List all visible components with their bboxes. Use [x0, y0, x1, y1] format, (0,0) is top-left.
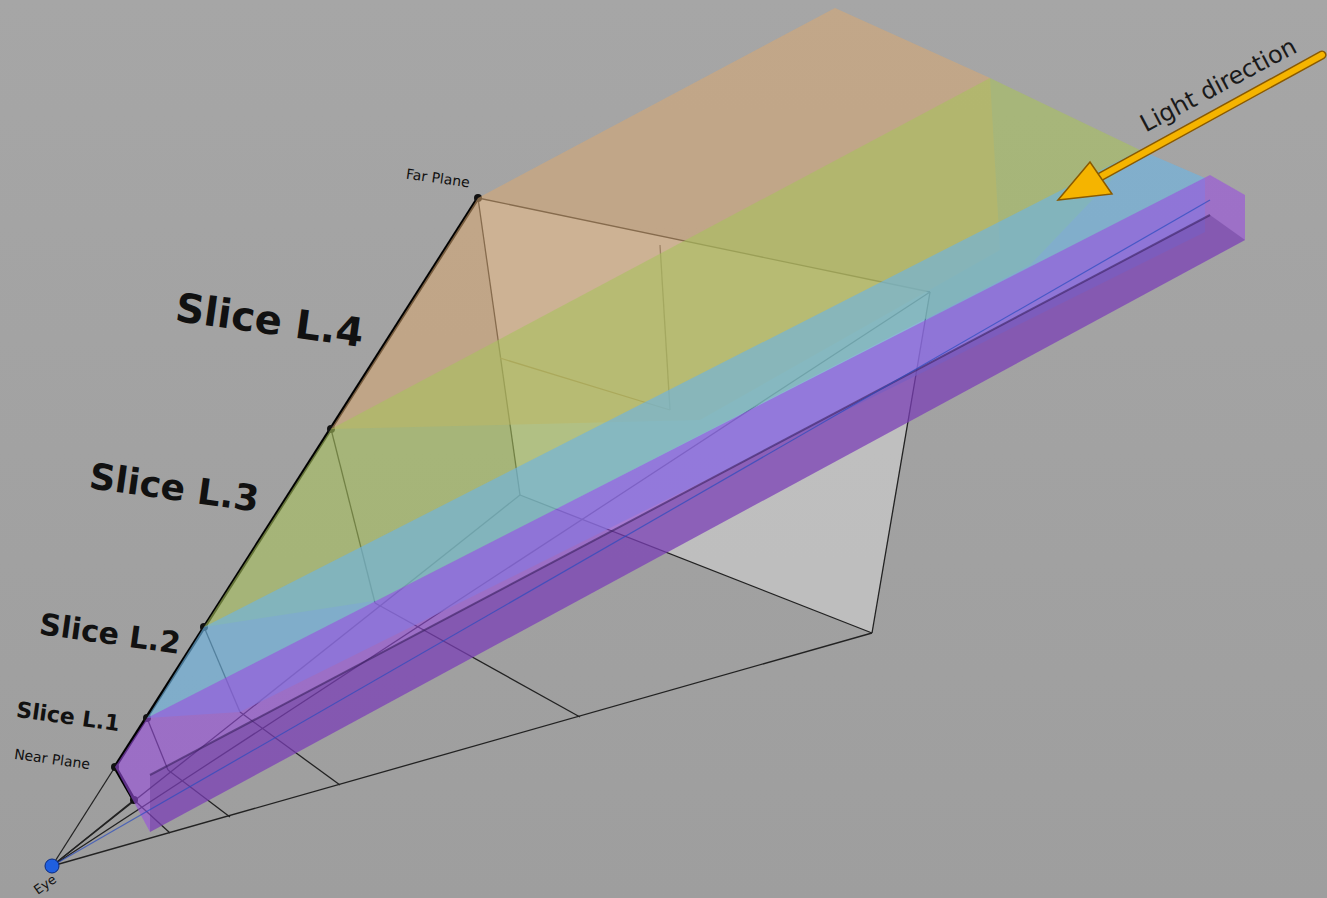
eye-point: [45, 859, 59, 873]
slice-1-side: [150, 215, 1245, 832]
slice-1-edge: [150, 215, 1210, 775]
slice-2-box: [147, 150, 1205, 718]
slice-1-box: [115, 175, 1245, 832]
light-arrow: [1058, 55, 1322, 200]
view-ray: [52, 200, 1210, 866]
